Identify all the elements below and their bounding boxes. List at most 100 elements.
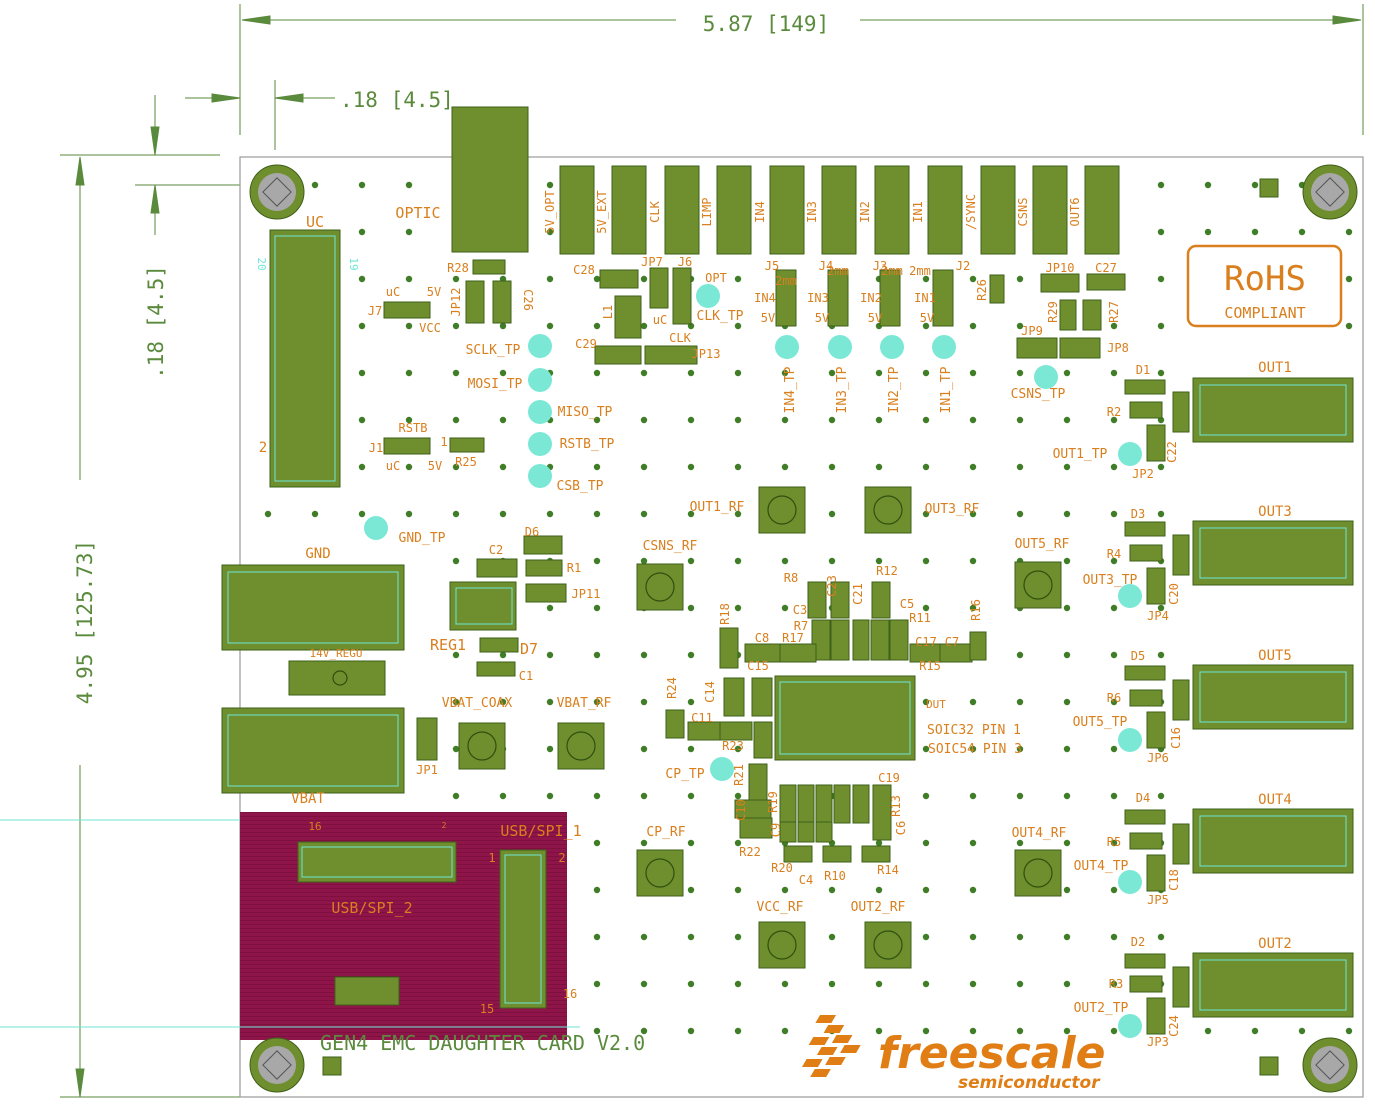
silk-label-d6: D6 — [525, 525, 539, 539]
outline-details — [227, 235, 1347, 1011]
silk-label-j5: J5 — [765, 259, 779, 273]
silk-label-out5-rf: OUT5_RF — [1015, 537, 1070, 552]
silk-label-jp6: JP6 — [1147, 751, 1169, 765]
mounting-holes — [249, 164, 1358, 1093]
silk-label-r20: R20 — [771, 861, 793, 875]
dim-hole-y-label: .18 [4.5] — [144, 265, 168, 379]
silk-label-r12: R12 — [876, 564, 898, 578]
silk-label-d4: D4 — [1136, 791, 1150, 805]
silk-label-c16: C16 — [1169, 727, 1183, 749]
silk-label-c2: C2 — [489, 543, 503, 557]
silk-label-v5: 5V — [868, 311, 882, 325]
silk-label-r2: R2 — [1107, 405, 1121, 419]
dim-width-label: 5.87 [149] — [703, 12, 829, 36]
dim-hole-x-label: .18 [4.5] — [340, 88, 454, 112]
silk-label-r5: R5 — [1107, 835, 1121, 849]
silk-label-j3: J3 — [873, 259, 887, 273]
header-label-in1: IN1 — [911, 201, 925, 223]
silk-label-out3-tp: OUT3_TP — [1083, 573, 1138, 588]
silk-label-j6: J6 — [678, 255, 692, 269]
silk-label-mosi-tp: MOSI_TP — [468, 377, 523, 392]
silk-label-jp1: JP1 — [416, 763, 438, 777]
silk-label-jp4: JP4 — [1147, 609, 1169, 623]
silk-label-r27: R27 — [1107, 301, 1121, 323]
silk-label-in2: IN2 — [860, 291, 882, 305]
silk-label-r28: R28 — [447, 261, 469, 275]
gnd-tp-dot — [364, 516, 388, 540]
silk-label-r21: R21 — [732, 764, 746, 786]
silk-label-clk-tp: CLK_TP — [697, 309, 744, 324]
silk-label-out1-rf: OUT1_RF — [690, 500, 745, 515]
silk-label-out4: OUT4 — [1258, 792, 1292, 808]
silk-label-c10: C10 — [734, 799, 748, 821]
silk-label-out2: OUT2 — [1258, 936, 1292, 952]
rf-pad-details — [332, 495, 1053, 960]
silk-label-gnd: GND — [305, 546, 330, 562]
silk-label-c29: C29 — [575, 337, 597, 351]
silk-label-r11: R11 — [909, 611, 931, 625]
silk-label-rstb-tp: RSTB_TP — [560, 437, 615, 452]
silk-label-out4-rf: OUT4_RF — [1012, 826, 1067, 841]
header-label-in4: IN4 — [753, 201, 767, 223]
silk-label-c3: C3 — [793, 603, 807, 617]
silk-label-c23: C23 — [825, 575, 839, 597]
silk-label-r13: R13 — [889, 795, 903, 817]
silk-label-csns-rf: CSNS_RF — [643, 539, 698, 554]
silk-label-dut: DUT — [926, 698, 946, 711]
silk-label-out2-rf: OUT2_RF — [851, 900, 906, 915]
silk-label-miso-tp: MISO_TP — [558, 405, 613, 420]
uc-pin-label: 20 — [255, 257, 268, 270]
silk-label-usb-spi-2: USB/SPI_2 — [331, 899, 412, 917]
silk-label-c8: C8 — [755, 631, 769, 645]
silk-label-r26: R26 — [975, 279, 989, 301]
silk-label-c24: C24 — [1167, 1015, 1181, 1037]
rohs-title: RoHS — [1224, 259, 1306, 299]
silk-label-c20: C20 — [1167, 583, 1181, 605]
mosi-tp-dot — [528, 368, 552, 392]
silk-label-p2: 2 — [558, 851, 565, 865]
test-points — [364, 284, 1142, 1038]
header-label--sync: /SYNC — [964, 194, 978, 230]
out1-tp-dot — [1118, 442, 1142, 466]
silk-label-r22: R22 — [739, 845, 761, 859]
silk-label-vcc-rf: VCC_RF — [757, 900, 804, 915]
silk-label-mm2: 2mm — [827, 264, 849, 278]
in3-tp-dot — [828, 335, 852, 359]
uc-pin-label: 19 — [347, 257, 360, 270]
silk-label-csns-tp: CSNS_TP — [1011, 387, 1066, 402]
cp-tp-dot — [710, 757, 734, 781]
silk-label-out3: OUT3 — [1258, 504, 1292, 520]
silk-label-c28: C28 — [573, 263, 595, 277]
silk-label-out1-tp: OUT1_TP — [1053, 447, 1108, 462]
header-label-5v-opt: 5V_OPT — [543, 190, 557, 233]
silk-label-usb-spi-1: USB/SPI_1 — [500, 822, 581, 840]
silk-label-out4-tp: OUT4_TP — [1074, 859, 1129, 874]
silk-label-c6: C6 — [894, 821, 908, 835]
silk-label-v5-j1: 5V — [428, 459, 442, 473]
silk-label-cp-tp: CP_TP — [665, 767, 704, 782]
silk-label-c9: C9 — [769, 823, 783, 837]
silk-label-c4: C4 — [799, 873, 813, 887]
silk-label-jp3: JP3 — [1147, 1035, 1169, 1049]
silk-label-l1: L1 — [601, 305, 615, 319]
silk-label-regu14: 14V_REGU — [310, 647, 363, 660]
silk-label-c26: C26 — [521, 289, 535, 311]
silk-label-in4: IN4 — [754, 291, 776, 305]
silk-label-soic54: SOIC54 PIN 3 — [928, 742, 1022, 757]
silk-label-d2: D2 — [1131, 935, 1145, 949]
silk-label-r14: R14 — [877, 863, 899, 877]
freescale-logo-subtext: semiconductor — [958, 1073, 1101, 1093]
out5-tp-dot — [1118, 728, 1142, 752]
silk-label-c1: C1 — [519, 669, 533, 683]
silk-label-out3-rf: OUT3_RF — [925, 502, 980, 517]
silk-label-vcc-j7: VCC — [419, 321, 441, 335]
silk-label-mm2: 2mm — [909, 264, 931, 278]
silk-label-p16: 16 — [308, 820, 321, 833]
miso-tp-dot — [528, 400, 552, 424]
header-label-out6: OUT6 — [1068, 198, 1082, 227]
silk-label-c5: C5 — [900, 597, 914, 611]
silk-label-jp5: JP5 — [1147, 893, 1169, 907]
silk-label-in3-tp: IN3_TP — [835, 366, 850, 413]
